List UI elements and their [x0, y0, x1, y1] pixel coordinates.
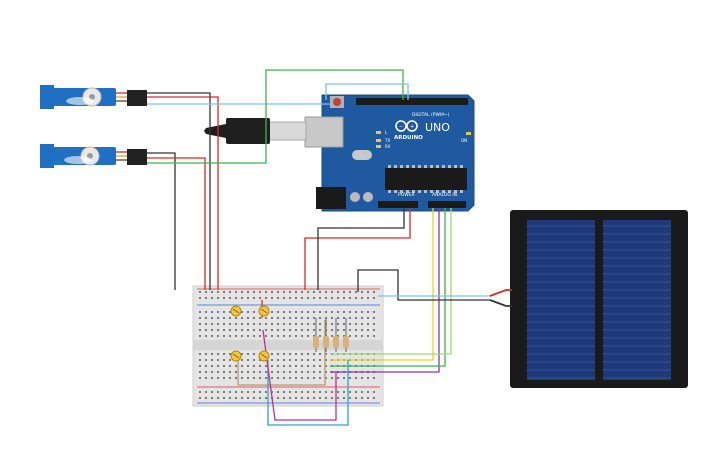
led-rx: [376, 145, 381, 148]
arduino-logo-text: ARDUINO: [394, 135, 423, 141]
power-header[interactable]: [378, 201, 418, 208]
solar-cell-right: [603, 220, 671, 380]
usb-cable[interactable]: [204, 118, 307, 144]
label-on: ON: [461, 138, 467, 143]
photoresistor-3[interactable]: [230, 350, 242, 362]
resistor-4[interactable]: [343, 318, 349, 352]
capacitor-2: [363, 192, 373, 202]
photoresistor-2[interactable]: [258, 305, 270, 317]
capacitor-1: [350, 192, 360, 202]
label-tx: TX: [384, 138, 390, 143]
solar-lead-black: [489, 299, 512, 307]
photoresistor-4[interactable]: [258, 350, 270, 362]
reset-button[interactable]: [333, 98, 341, 106]
wire-ldr-cyan[interactable]: [267, 360, 349, 426]
svg-text:+: +: [410, 124, 414, 130]
photoresistor-1[interactable]: [230, 305, 242, 317]
svg-text:−: −: [399, 124, 403, 130]
wire-a1[interactable]: [330, 208, 440, 373]
wire-ldr-magenta[interactable]: [262, 329, 337, 421]
wires: [116, 69, 512, 426]
arduino-uno-board[interactable]: L TX RX ON DIGITAL (PWM~) POWER ANALOG I…: [304, 94, 475, 212]
chip-pins: [388, 165, 463, 193]
wire-a0[interactable]: [330, 208, 434, 361]
servo-bottom[interactable]: [40, 144, 147, 168]
wire-servo-top-gnd[interactable]: [147, 92, 211, 290]
wire-5v-to-breadboard[interactable]: [304, 208, 411, 290]
solar-panel[interactable]: [510, 210, 688, 388]
breadboard-center-channel: [193, 340, 383, 350]
servo-bottom-connector: [127, 149, 147, 165]
led-on: [466, 132, 471, 135]
arduino-infinity-logo: − +: [395, 120, 418, 132]
crystal-oscillator: [352, 150, 372, 160]
resistor-1[interactable]: [313, 318, 319, 352]
label-l: L: [385, 130, 388, 135]
servo-top-connector: [127, 90, 147, 106]
resistors: [313, 318, 349, 352]
wire-a3[interactable]: [330, 208, 452, 355]
wire-solar-negative[interactable]: [357, 269, 490, 301]
wire-servo-top-signal[interactable]: [147, 100, 333, 105]
wire-servo-bottom-gnd[interactable]: [147, 152, 176, 290]
resistor-3[interactable]: [333, 318, 339, 352]
analog-header[interactable]: [428, 201, 466, 208]
wire-servo-bottom-vcc[interactable]: [147, 157, 206, 290]
digital-header[interactable]: [356, 98, 468, 105]
wire-servo-top-signal-hop[interactable]: [325, 83, 409, 100]
solar-lead-red: [489, 289, 512, 297]
digital-label: DIGITAL (PWM~): [412, 112, 450, 118]
atmega-chip: [385, 168, 467, 190]
breadboard[interactable]: [192, 285, 384, 407]
wire-servo-top-vcc[interactable]: [147, 96, 219, 290]
wire-ldr-tan[interactable]: [237, 320, 326, 386]
label-rx: RX: [385, 144, 391, 149]
solar-cell-left: [527, 220, 595, 380]
uno-model-text: UNO: [425, 121, 450, 134]
photoresistors: [230, 305, 270, 362]
led-l: [376, 131, 381, 134]
resistor-2[interactable]: [323, 318, 329, 352]
solar-grid-lines: [527, 225, 671, 379]
usb-port[interactable]: [304, 116, 344, 148]
led-tx: [376, 139, 381, 142]
wire-a2[interactable]: [330, 208, 446, 367]
wire-servo-bottom-signal[interactable]: [147, 69, 404, 164]
analog-label: ANALOG IN: [432, 192, 457, 198]
power-label: POWER: [398, 192, 415, 198]
servo-top[interactable]: [40, 85, 147, 109]
power-jack[interactable]: [316, 187, 346, 209]
wire-gnd-to-breadboard[interactable]: [317, 208, 405, 290]
